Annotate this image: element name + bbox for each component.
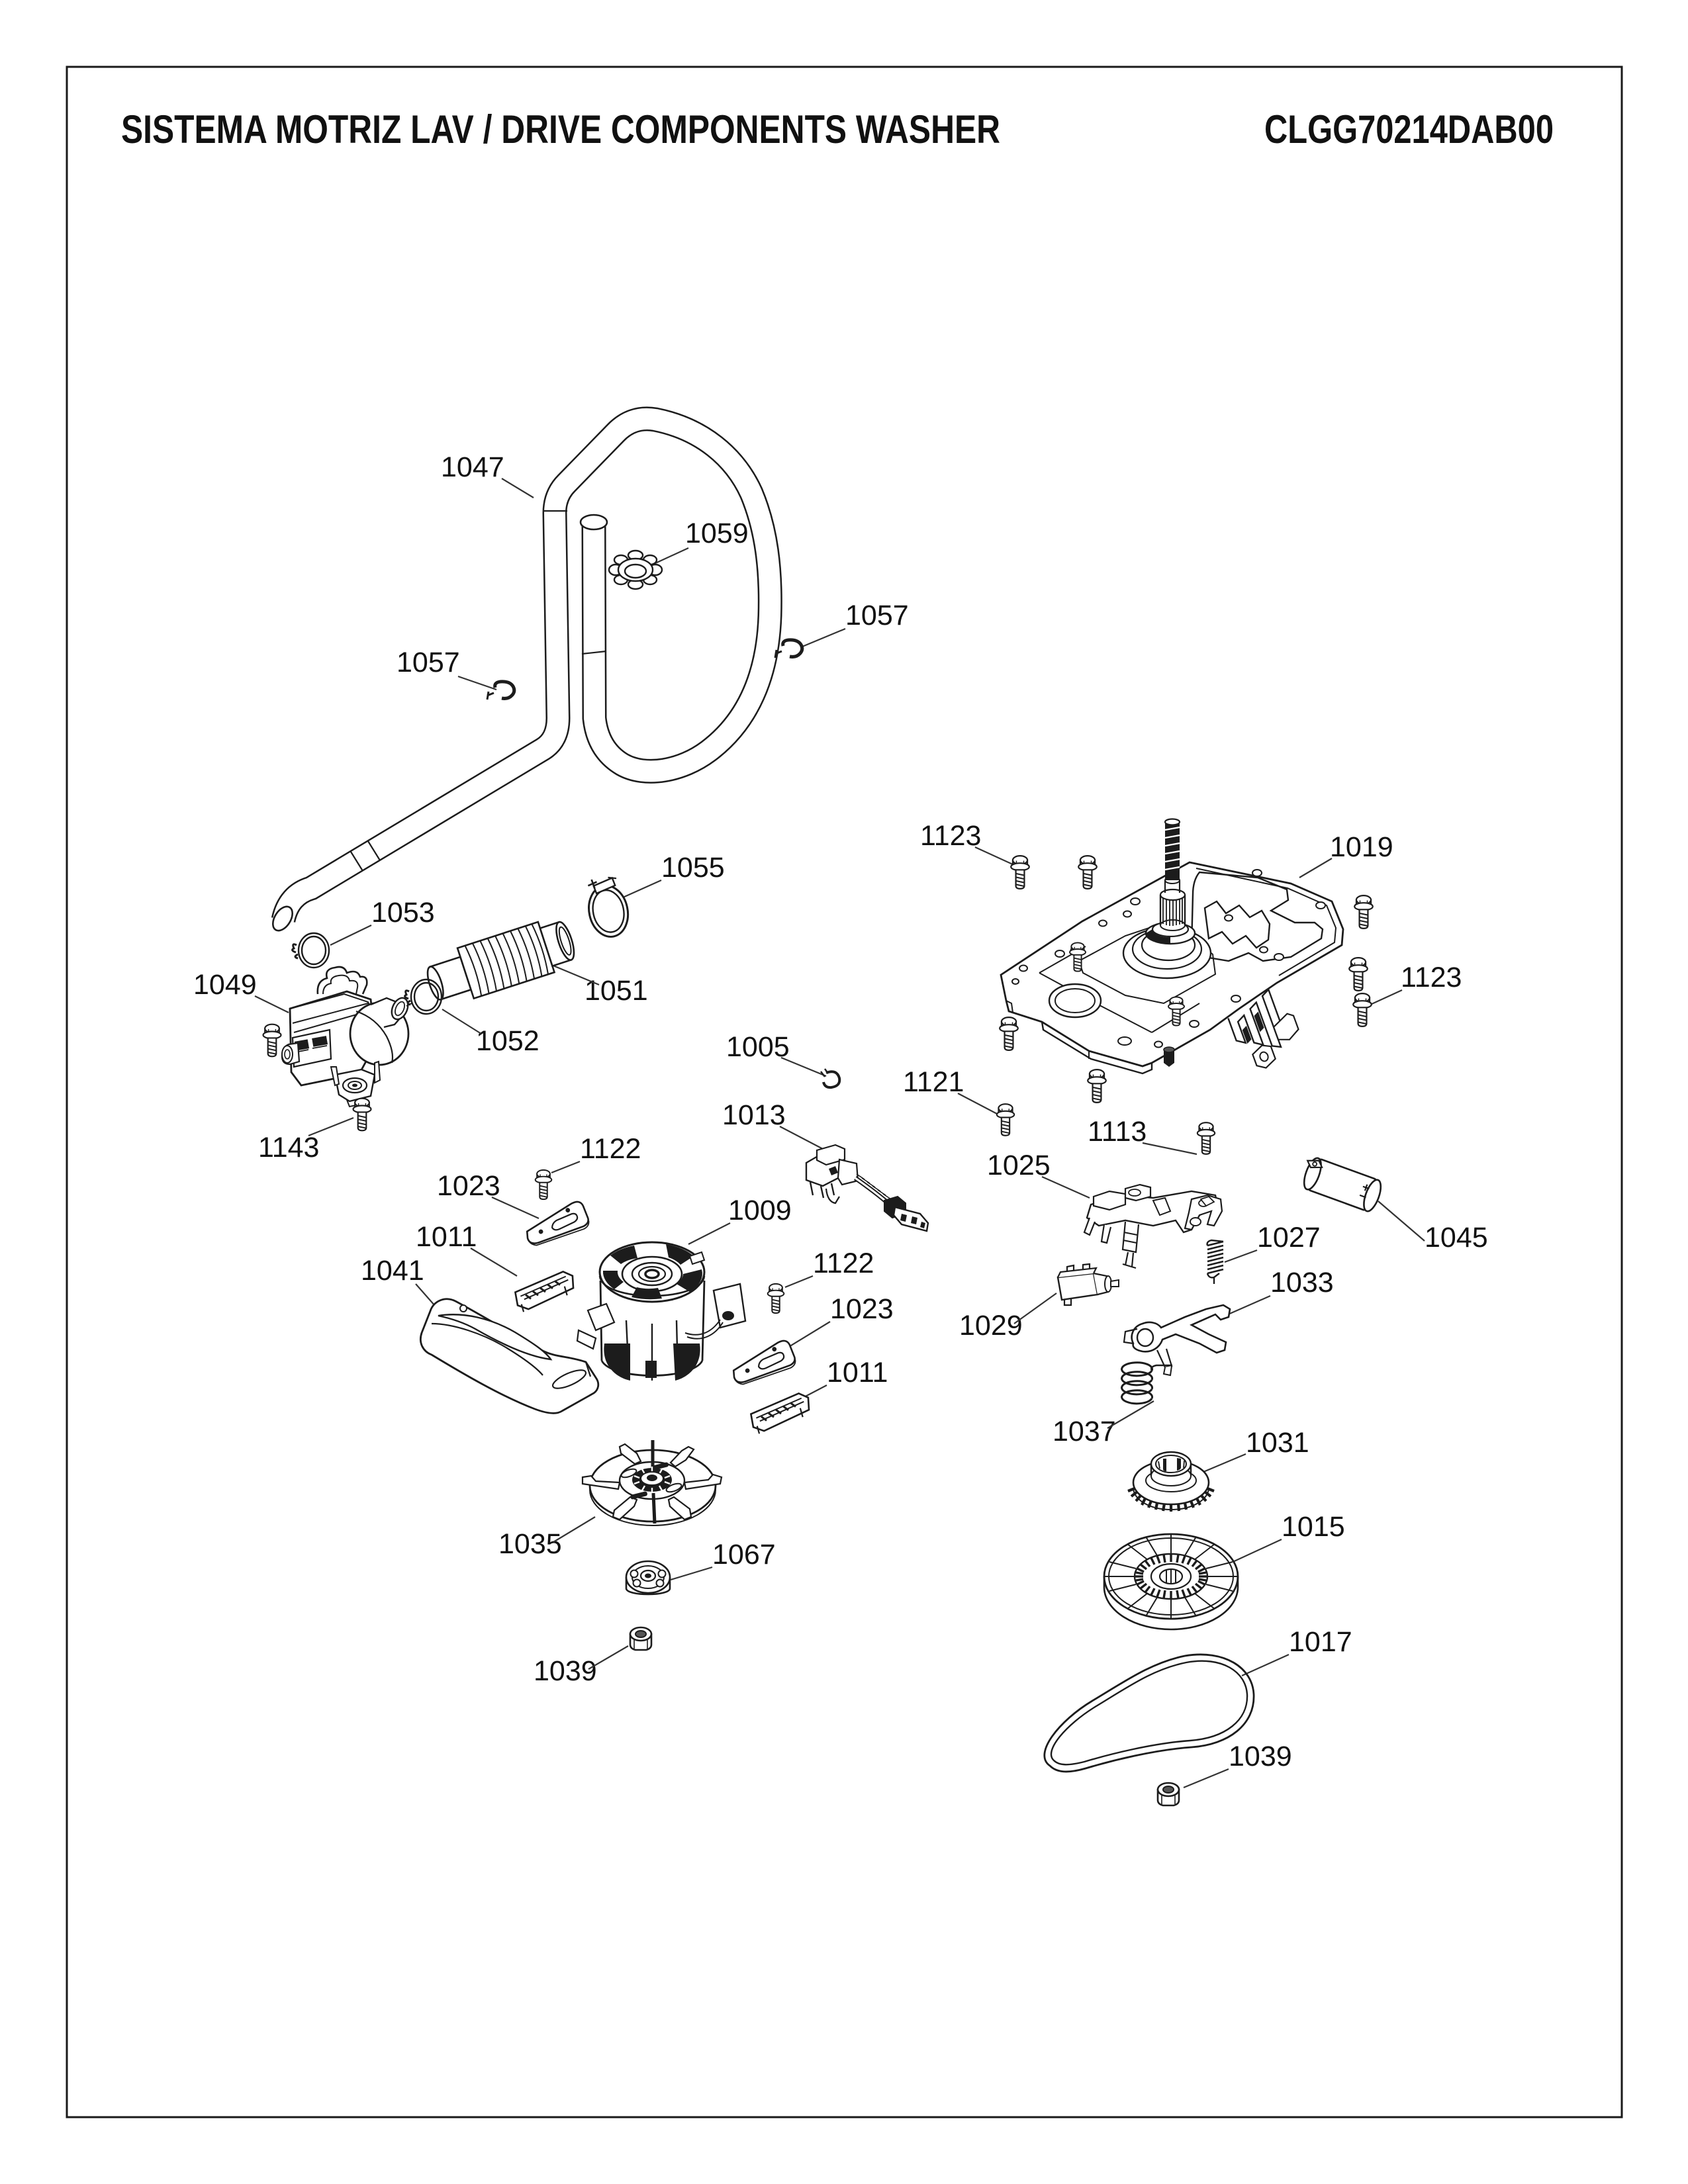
svg-text:1031: 1031: [1246, 1427, 1309, 1459]
svg-text:1122: 1122: [813, 1248, 874, 1279]
svg-text:1005: 1005: [726, 1031, 790, 1063]
svg-text:1123: 1123: [1401, 962, 1462, 993]
svg-text:CLGG70214DAB00: CLGG70214DAB00: [1264, 107, 1554, 152]
svg-text:1053: 1053: [371, 897, 435, 929]
svg-text:1047: 1047: [441, 451, 504, 483]
svg-text:SISTEMA MOTRIZ LAV / DRIVE COM: SISTEMA MOTRIZ LAV / DRIVE COMPONENTS WA…: [121, 107, 1000, 152]
svg-text:1019: 1019: [1330, 831, 1393, 863]
svg-text:1039: 1039: [534, 1655, 597, 1687]
svg-text:1023: 1023: [437, 1170, 500, 1202]
svg-text:1049: 1049: [193, 969, 257, 1001]
svg-text:1027: 1027: [1257, 1222, 1321, 1253]
svg-text:1122: 1122: [580, 1133, 641, 1165]
svg-text:1057: 1057: [397, 647, 460, 678]
svg-text:1121: 1121: [903, 1066, 964, 1098]
svg-text:1051: 1051: [585, 975, 648, 1007]
svg-text:1143: 1143: [258, 1132, 319, 1163]
svg-text:1045: 1045: [1425, 1222, 1488, 1253]
svg-text:1017: 1017: [1289, 1626, 1352, 1658]
svg-text:1037: 1037: [1053, 1416, 1116, 1447]
svg-text:1029: 1029: [959, 1310, 1023, 1342]
svg-text:1011: 1011: [827, 1357, 888, 1388]
svg-text:1009: 1009: [728, 1195, 792, 1226]
svg-text:1067: 1067: [712, 1539, 776, 1570]
svg-text:1041: 1041: [361, 1255, 424, 1287]
svg-text:1113: 1113: [1088, 1116, 1147, 1148]
svg-text:1013: 1013: [722, 1099, 786, 1131]
svg-text:1035: 1035: [498, 1528, 562, 1560]
svg-text:1057: 1057: [845, 600, 909, 631]
svg-text:1055: 1055: [661, 852, 725, 884]
svg-text:1023: 1023: [830, 1293, 894, 1325]
svg-text:1025: 1025: [987, 1150, 1051, 1181]
svg-text:1123: 1123: [920, 820, 981, 852]
svg-text:1052: 1052: [476, 1025, 539, 1057]
svg-text:1015: 1015: [1282, 1511, 1345, 1543]
svg-text:1059: 1059: [685, 518, 749, 549]
svg-text:1033: 1033: [1270, 1267, 1334, 1298]
svg-text:1039: 1039: [1229, 1741, 1292, 1772]
svg-text:1011: 1011: [416, 1221, 477, 1253]
